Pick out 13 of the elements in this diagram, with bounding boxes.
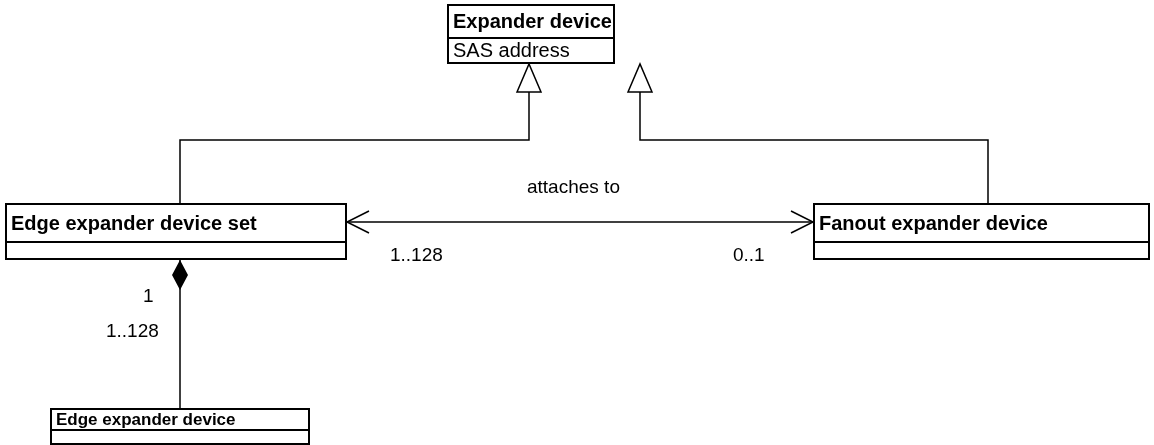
class-box xyxy=(50,408,310,445)
composition-line xyxy=(172,259,188,409)
class-box xyxy=(5,203,347,260)
class-name: Edge expander device xyxy=(56,409,236,430)
inheritance-arrow xyxy=(627,63,989,204)
class-box xyxy=(813,203,1150,260)
association-arrow xyxy=(346,210,814,234)
inheritance-arrow xyxy=(179,63,542,204)
class-box xyxy=(447,4,615,64)
class-name: Edge expander device set xyxy=(11,211,257,235)
class-name: Fanout expander device xyxy=(819,211,1048,235)
class-name: Expander device xyxy=(453,10,612,33)
attribute-text: SAS address xyxy=(453,39,570,62)
